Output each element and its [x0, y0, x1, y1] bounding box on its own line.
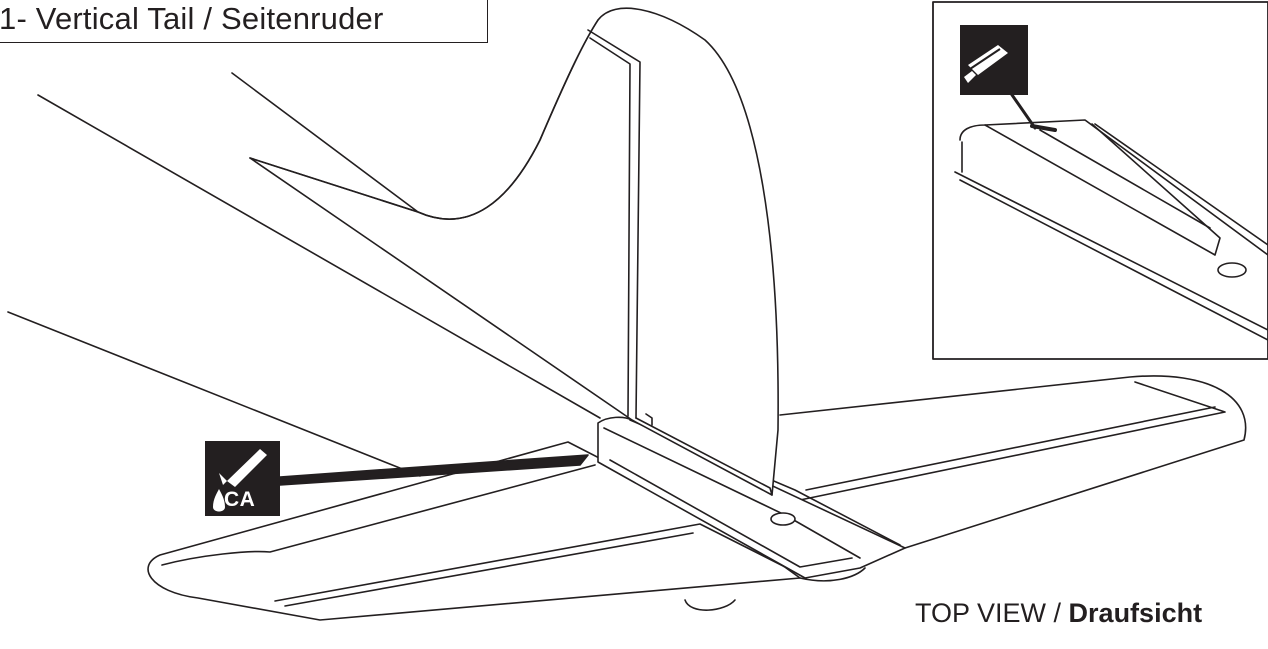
right-horizontal-stabilizer — [779, 375, 1247, 561]
ca-label: CA — [224, 488, 256, 511]
glue-applicator-icon — [964, 45, 1008, 83]
ca-glue-icon: CA — [205, 441, 280, 516]
fuselage-lines — [7, 72, 601, 477]
ca-bottle-icon — [213, 449, 267, 512]
view-label: TOP VIEW / Draufsicht — [915, 598, 1202, 629]
vertical-fin — [249, 7, 779, 496]
ca-leader-line — [279, 454, 589, 486]
view-label-normal: TOP VIEW / — [915, 598, 1069, 628]
left-horizontal-stabilizer — [147, 441, 801, 621]
step-title: 1- Vertical Tail / Seitenruder — [0, 1, 384, 36]
view-label-bold: Draufsicht — [1068, 598, 1203, 628]
foam-glue-icon — [960, 25, 1028, 95]
step-title-box: 1- Vertical Tail / Seitenruder — [0, 0, 488, 43]
center-saddle — [597, 416, 906, 582]
